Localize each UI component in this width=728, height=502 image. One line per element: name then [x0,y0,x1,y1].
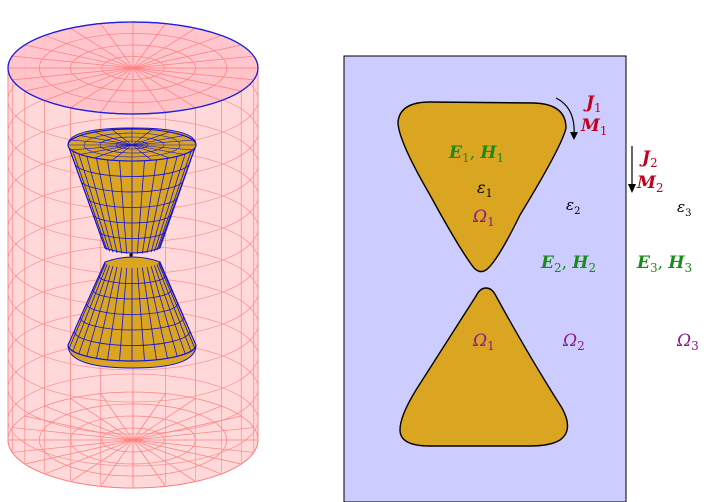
upper-scatterer [397,101,567,273]
label-J2: J2 [639,148,658,170]
label-eps2: ε2 [566,196,580,217]
cylinder-top-grid [8,22,258,114]
cylinder-bottom-base [7,391,259,489]
label-eps1: ε1 [477,178,493,200]
label-E2-H2: E2, H2 [540,253,596,275]
label-omega2: Ω2 [562,331,585,353]
label-omega1-bottom: Ω1 [472,331,495,353]
label-eps3: ε3 [677,198,691,219]
label-omega1-top: Ω1 [472,207,495,229]
label-J1: J1 [583,93,602,115]
label-M2: M2 [636,173,663,195]
cross-section-view [343,55,636,502]
label-E1-H1: E1, H1 [448,143,504,165]
bowtie-grid-lines [67,144,197,361]
bowtie-bottom-face [67,344,197,362]
cylinder-3d-view [7,21,259,489]
label-omega3: Ω3 [676,331,699,353]
lower-scatterer [399,287,569,447]
feed-gap-point [129,253,133,257]
label-M1: M1 [580,116,607,138]
label-E3-H3: E3, H3 [636,253,692,275]
current-arrow-1 [555,97,575,137]
